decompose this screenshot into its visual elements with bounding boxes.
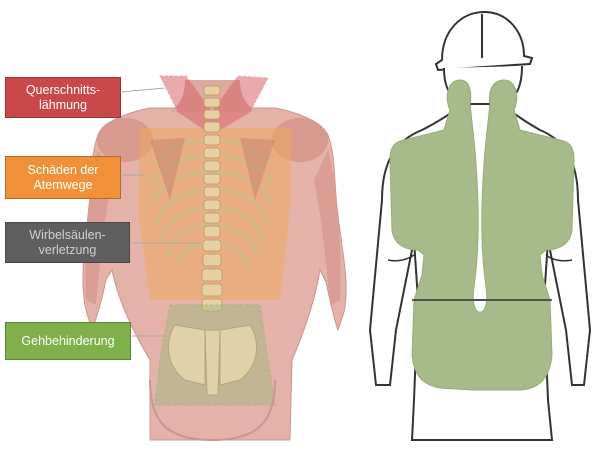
leader-line-paraplegia [122, 88, 165, 92]
label-airway-damage: Schäden der Atemwege [5, 156, 121, 199]
worker-illustration [352, 0, 593, 457]
label-walking-impairment: Gehbehinderung [5, 322, 131, 360]
label-spine-injury: Wirbelsäulen- verletzung [5, 222, 130, 263]
hard-hat-icon [436, 12, 532, 70]
label-paraplegia: Querschnitts- lähmung [5, 77, 121, 118]
worker-panel [352, 0, 593, 457]
anatomy-panel: Querschnitts- lähmung Schäden der Atemwe… [0, 0, 350, 457]
